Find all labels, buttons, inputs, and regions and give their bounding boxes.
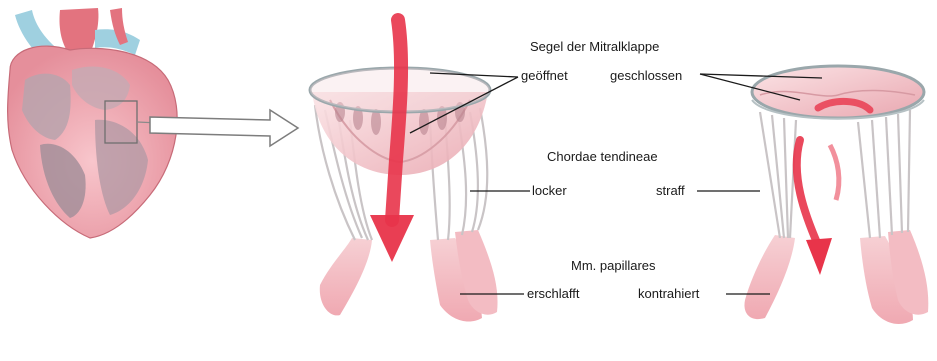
- open-valve-illustration: [310, 20, 498, 322]
- label-geoeffnet: geöffnet: [521, 68, 568, 84]
- flow-arrow-closed: [797, 140, 818, 245]
- label-kontrahiert: kontrahiert: [638, 286, 699, 302]
- flow-arrow-open: [392, 20, 401, 220]
- label-locker: locker: [532, 183, 567, 199]
- label-chordae-tendineae: Chordae tendineae: [547, 149, 658, 165]
- chordae-closed: [760, 110, 910, 238]
- label-straff: straff: [656, 183, 685, 199]
- closed-valve-illustration: [744, 66, 928, 324]
- label-segel-mitralklappe: Segel der Mitralklappe: [530, 39, 659, 55]
- label-mm-papillares: Mm. papillares: [571, 258, 656, 274]
- label-erschlafft: erschlafft: [527, 286, 580, 302]
- label-geschlossen: geschlossen: [610, 68, 682, 84]
